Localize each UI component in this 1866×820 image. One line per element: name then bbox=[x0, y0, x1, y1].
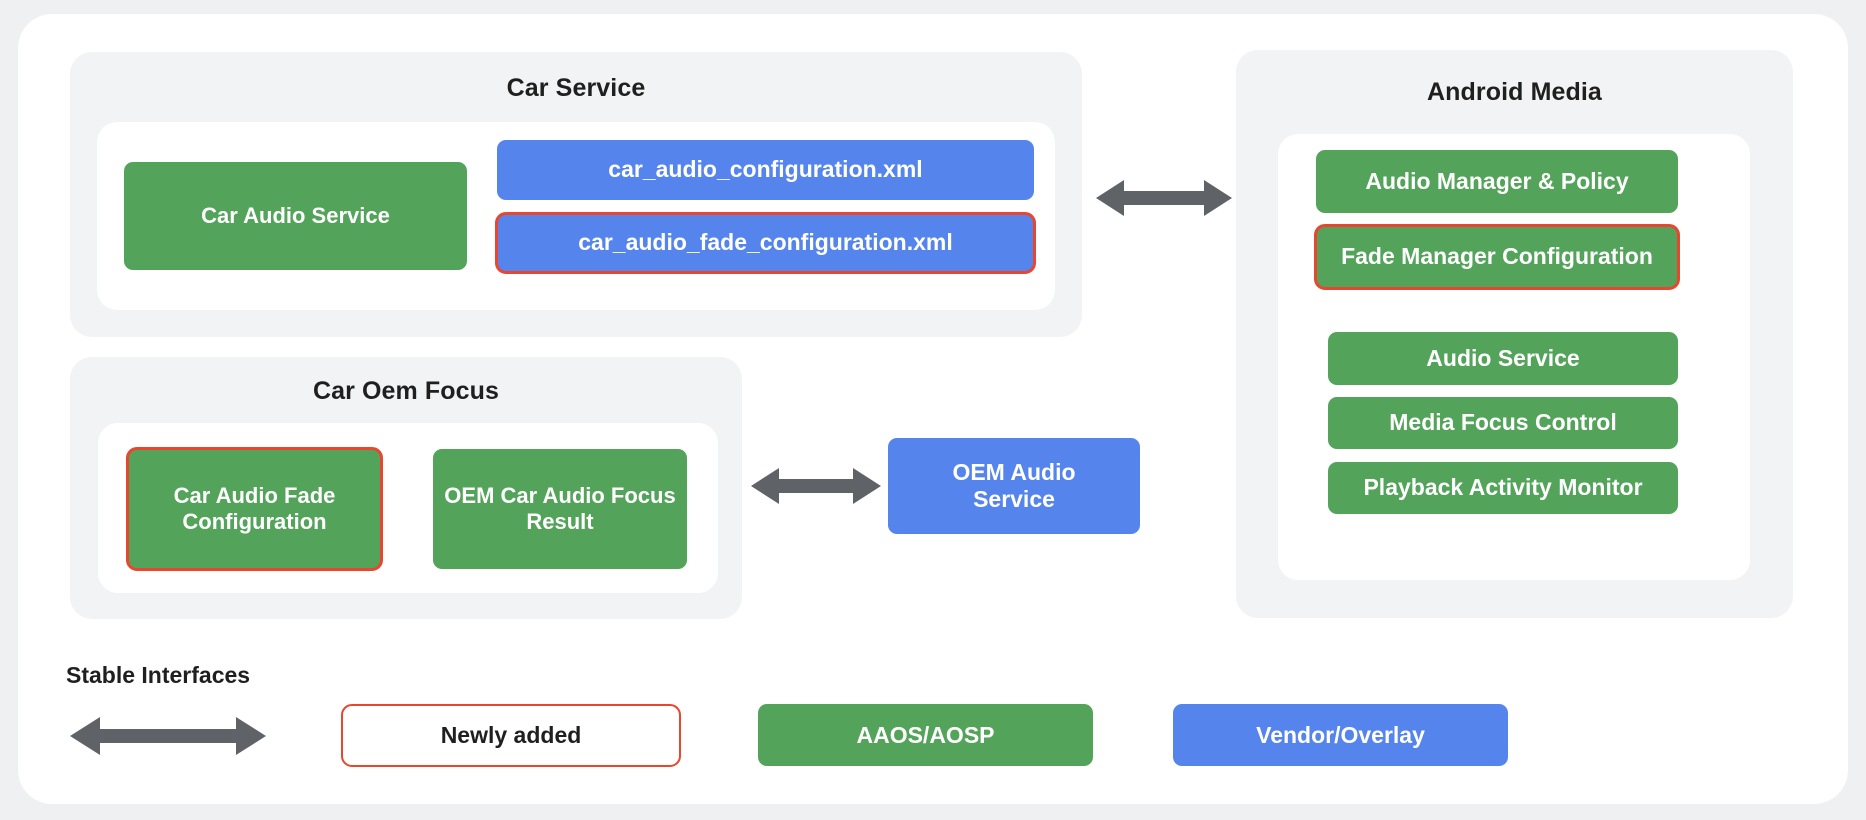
legend-stable-interfaces-arrow-icon bbox=[70, 717, 266, 755]
group-android-media-title: Android Media bbox=[1427, 78, 1602, 106]
group-car-service: Car Service Car Audio Service car_audio_… bbox=[70, 52, 1082, 337]
legend-stable-interfaces-label: Stable Interfaces bbox=[66, 662, 251, 688]
diagram-card: Car Service Car Audio Service car_audio_… bbox=[18, 14, 1848, 804]
legend-chip-aaos-aosp[interactable]: AAOS/AOSP bbox=[758, 704, 1093, 766]
node-car-audio-service[interactable]: Car Audio Service bbox=[124, 162, 467, 270]
group-car-oem-focus-title: Car Oem Focus bbox=[312, 377, 500, 405]
node-playback-activity-monitor[interactable]: Playback Activity Monitor bbox=[1328, 462, 1678, 514]
group-car-oem-focus: Car Oem Focus Car Audio Fade Configurati… bbox=[70, 357, 742, 619]
legend-chip-newly-added[interactable]: Newly added bbox=[341, 704, 681, 767]
node-oem-car-audio-focus-result[interactable]: OEM Car Audio Focus Result bbox=[433, 449, 687, 569]
legend-chip-vendor-overlay[interactable]: Vendor/Overlay bbox=[1173, 704, 1508, 766]
group-android-media-well: Audio Manager & Policy Fade Manager Conf… bbox=[1278, 134, 1750, 580]
group-android-media: Android Media Audio Manager & Policy Fad… bbox=[1236, 50, 1793, 618]
connector-car-oem-focus-to-oem-audio-service bbox=[751, 468, 881, 504]
node-media-focus-control[interactable]: Media Focus Control bbox=[1328, 397, 1678, 449]
group-car-service-well: Car Audio Service car_audio_configuratio… bbox=[97, 122, 1055, 310]
group-car-oem-focus-well: Car Audio Fade Configuration OEM Car Aud… bbox=[98, 423, 718, 593]
node-oem-audio-service[interactable]: OEM Audio Service bbox=[888, 438, 1140, 534]
connector-car-service-to-android-media bbox=[1096, 180, 1232, 216]
node-car-audio-fade-configuration[interactable]: Car Audio Fade Configuration bbox=[126, 447, 383, 571]
node-fade-manager-configuration[interactable]: Fade Manager Configuration bbox=[1314, 224, 1680, 290]
node-audio-manager-and-policy[interactable]: Audio Manager & Policy bbox=[1316, 150, 1678, 213]
group-car-service-title: Car Service bbox=[506, 74, 646, 102]
node-car-audio-configuration-xml[interactable]: car_audio_configuration.xml bbox=[497, 140, 1034, 200]
node-car-audio-fade-configuration-xml[interactable]: car_audio_fade_configuration.xml bbox=[495, 212, 1036, 274]
node-oem-audio-service-line2: Service bbox=[973, 486, 1055, 512]
node-audio-service[interactable]: Audio Service bbox=[1328, 332, 1678, 385]
node-oem-audio-service-line1: OEM Audio bbox=[952, 458, 1076, 485]
